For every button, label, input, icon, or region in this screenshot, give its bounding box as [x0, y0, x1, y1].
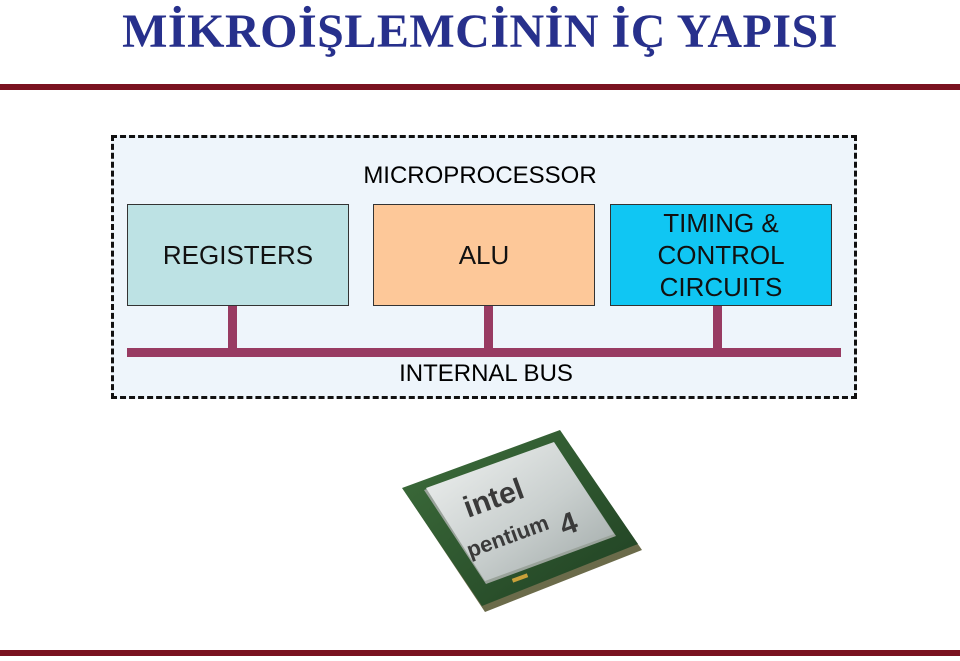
pentium-4-chip-image: intel pentium 4 [402, 430, 642, 612]
alu-block: ALU [373, 204, 595, 306]
internal-bus-line [127, 348, 841, 357]
timing-control-block: TIMING & CONTROL CIRCUITS [610, 204, 832, 306]
alu-label: ALU [458, 240, 510, 270]
timing-bus-connector [713, 306, 722, 354]
heat-spreader [426, 442, 614, 581]
timing-control-label: TIMING & CONTROL CIRCUITS [657, 208, 785, 302]
page-title: MİKROİŞLEMCİNİN İÇ YAPISI [122, 5, 838, 58]
top-divider [0, 84, 960, 90]
internal-bus-label: INTERNAL BUS [399, 360, 573, 387]
bottom-divider [0, 650, 960, 656]
alu-bus-connector [484, 306, 493, 354]
registers-block: REGISTERS [127, 204, 349, 306]
registers-label: REGISTERS [162, 240, 314, 270]
registers-bus-connector [228, 306, 237, 354]
microprocessor-label: MICROPROCESSOR [363, 162, 597, 189]
